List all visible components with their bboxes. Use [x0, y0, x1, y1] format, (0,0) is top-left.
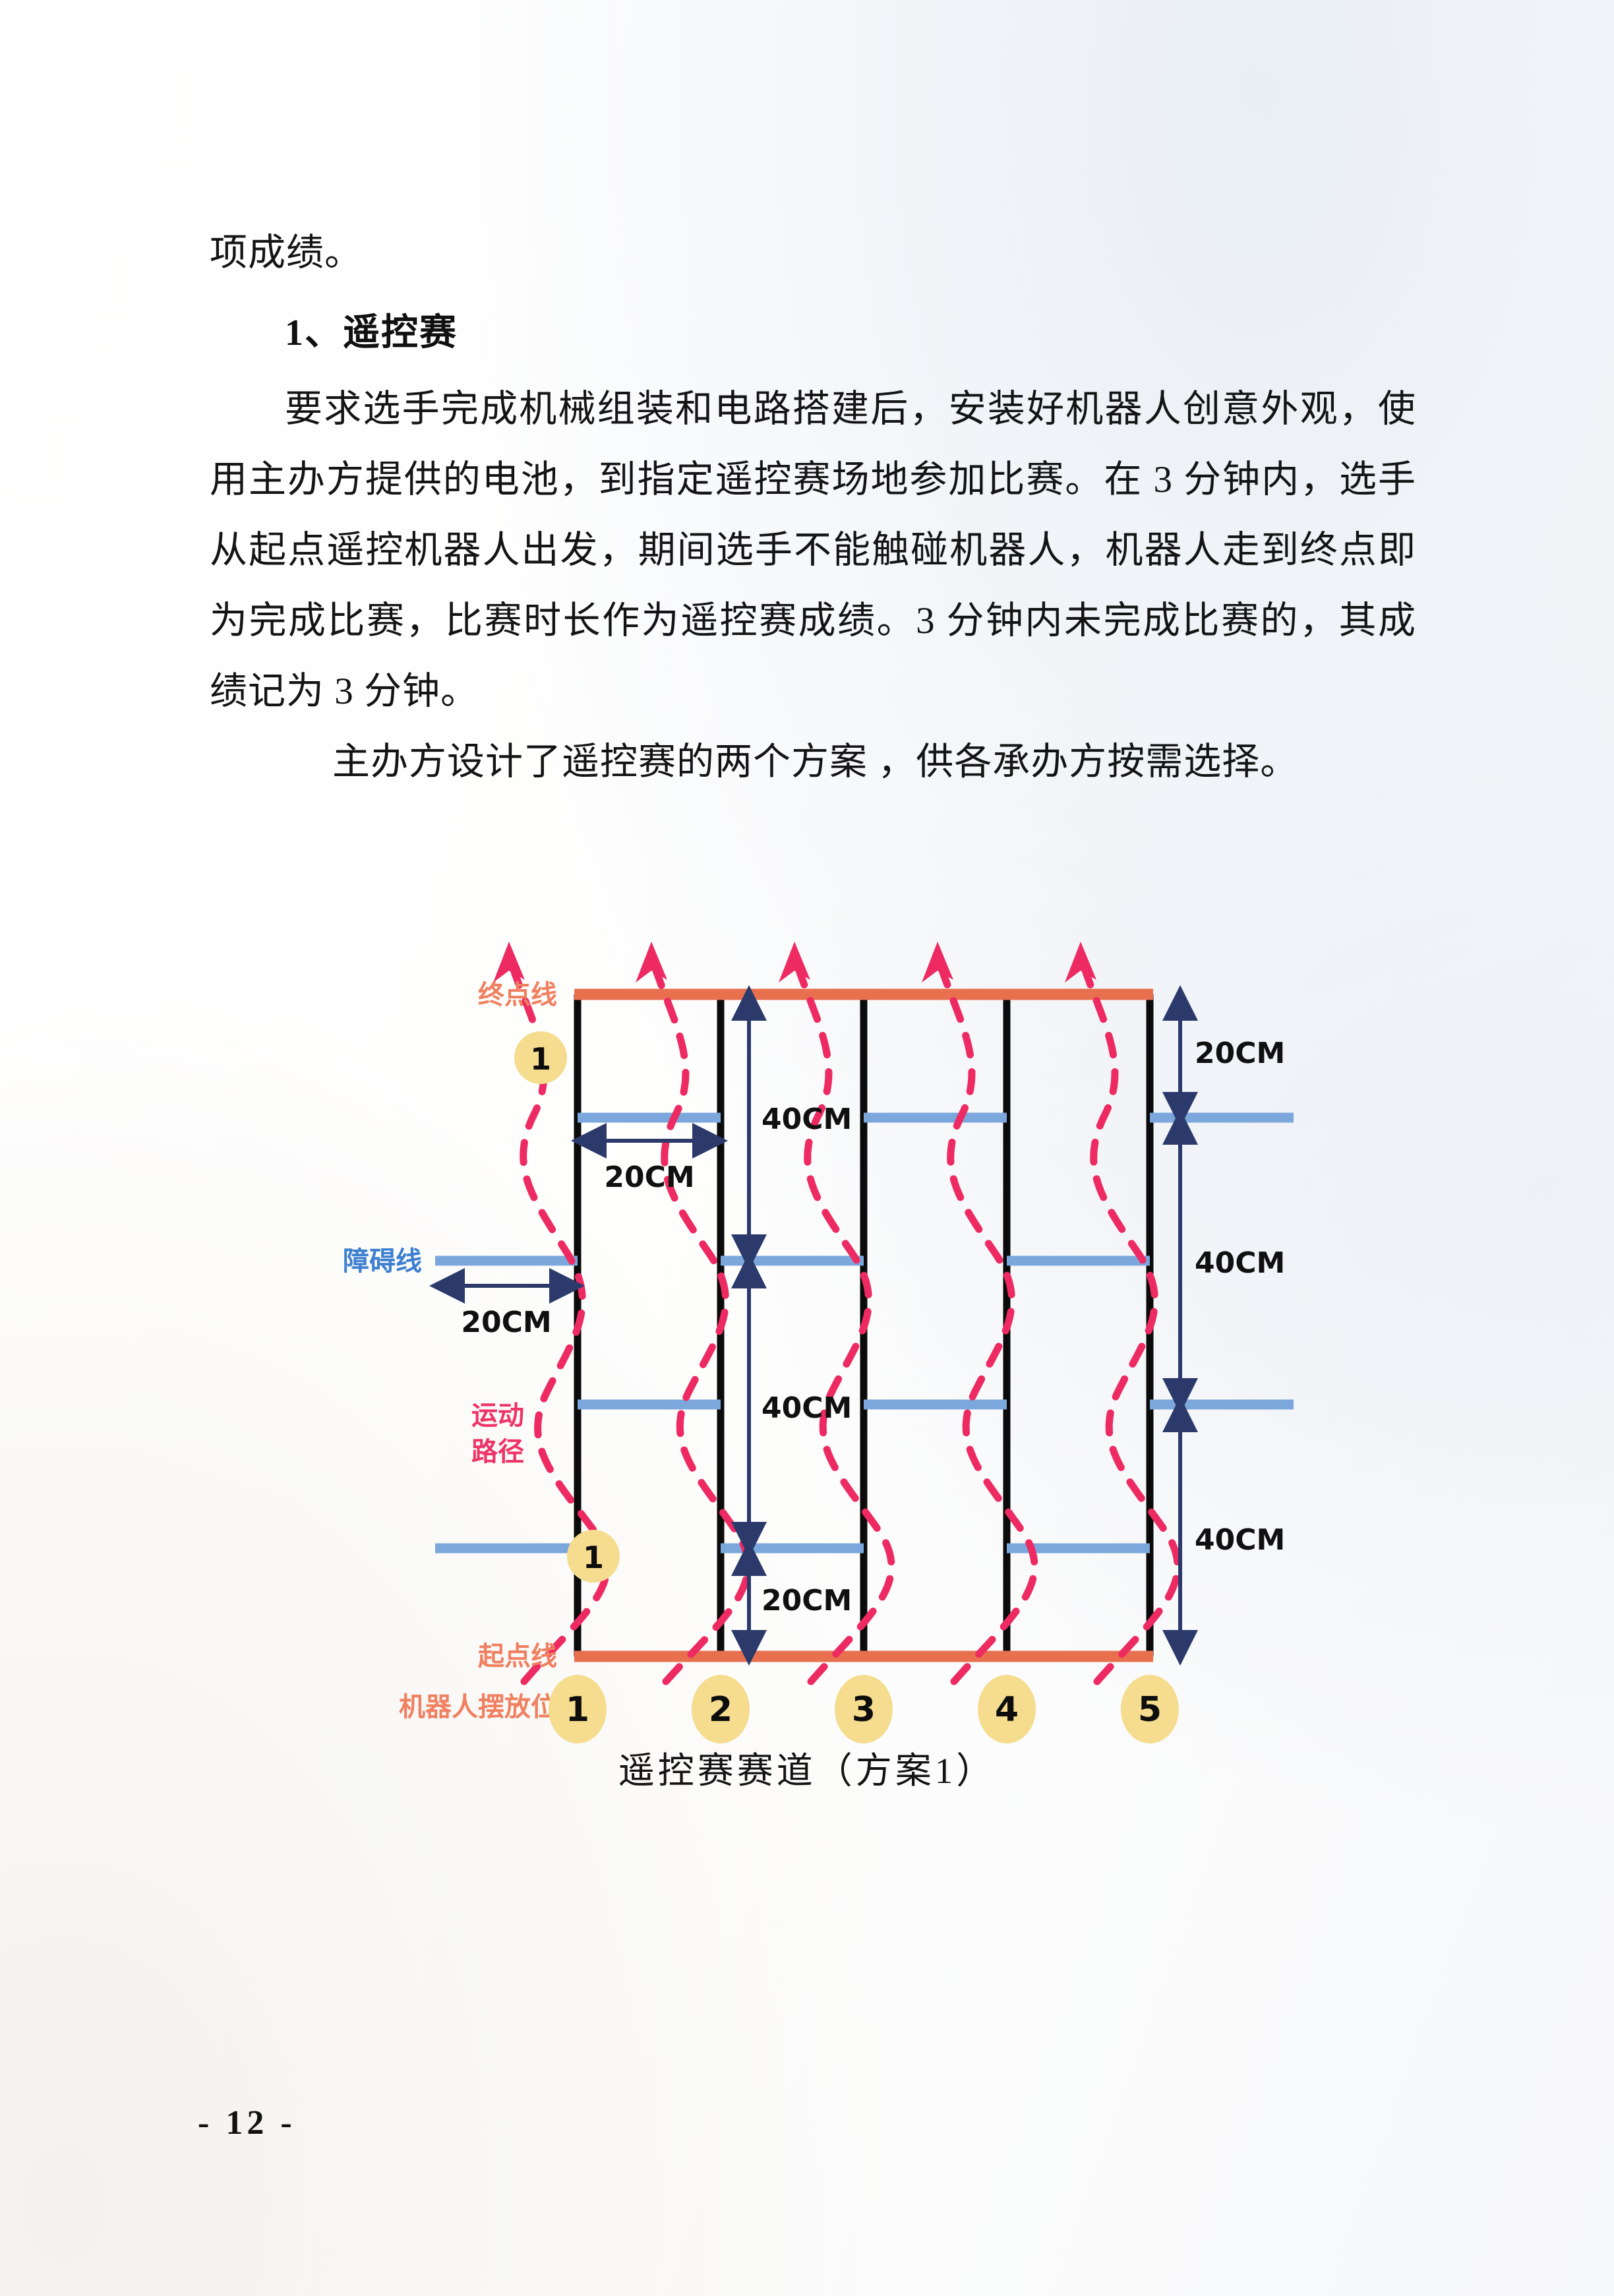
- dim-inner-40-lower: 40CM: [762, 1391, 852, 1425]
- figure-caption: 遥控赛赛道（方案1）: [618, 1751, 996, 1791]
- label-motion-path-line2: 路径: [471, 1437, 524, 1467]
- page-number: - 12 -: [198, 2104, 296, 2142]
- path-markers: 1 1: [514, 1031, 620, 1583]
- dim-right-20-top: 20CM: [1195, 1037, 1285, 1070]
- motion-path-3: [791, 952, 895, 1685]
- motion-path-2: [647, 952, 752, 1685]
- path-marker-bottom: 1: [583, 1540, 604, 1575]
- label-robot-placement: 机器人摆放位: [399, 1692, 557, 1722]
- start-position-markers: 1 2 3 4 5: [549, 1675, 1179, 1743]
- document-body: 项成绩。 1、遥控赛 要求选手完成机械组装和电路搭建后，安装好机器人创意外观，使…: [210, 218, 1416, 797]
- dimension-arrows: [429, 985, 1198, 1666]
- label-finish-line: 终点线: [478, 980, 557, 1010]
- track-diagram-figure: 20CM 20CM 40CM 40CM 20CM 20CM 40CM 40CM …: [0, 917, 1614, 1853]
- label-motion-path-line1: 运动: [471, 1401, 524, 1431]
- start-position-5: 5: [1138, 1690, 1162, 1730]
- start-position-4: 4: [995, 1690, 1019, 1730]
- dim-inner-20-bottom: 20CM: [762, 1584, 852, 1617]
- paragraph-rules: 要求选手完成机械组装和电路搭建后，安装好机器人创意外观，使用主办方提供的电池，到…: [210, 388, 1416, 712]
- start-position-3: 3: [852, 1690, 876, 1730]
- dim-lane-width-left: 20CM: [461, 1306, 551, 1339]
- dim-inner-40-upper: 40CM: [762, 1103, 852, 1136]
- dim-right-40-mid: 40CM: [1195, 1246, 1285, 1280]
- motion-path-4: [934, 952, 1038, 1685]
- paragraph-schemes: 主办方设计了遥控赛的两个方案 ，供各承办方按需选择。: [332, 741, 1299, 783]
- start-position-1: 1: [566, 1690, 589, 1730]
- start-position-2: 2: [709, 1690, 732, 1730]
- motion-path-arrowheads: [493, 942, 1096, 982]
- motion-path-5: [1077, 952, 1181, 1685]
- label-obstacle-line: 障碍线: [343, 1246, 422, 1277]
- label-start-line: 起点线: [478, 1641, 557, 1672]
- paragraph-continued: 项成绩。: [210, 232, 363, 274]
- dim-lane-width-top: 20CM: [604, 1161, 694, 1194]
- section-heading: 1、遥控赛: [285, 313, 458, 353]
- dim-right-40-bottom: 40CM: [1195, 1523, 1285, 1557]
- path-marker-top: 1: [530, 1041, 551, 1077]
- track-diagram-svg: 20CM 20CM 40CM 40CM 20CM 20CM 40CM 40CM …: [343, 942, 1294, 1743]
